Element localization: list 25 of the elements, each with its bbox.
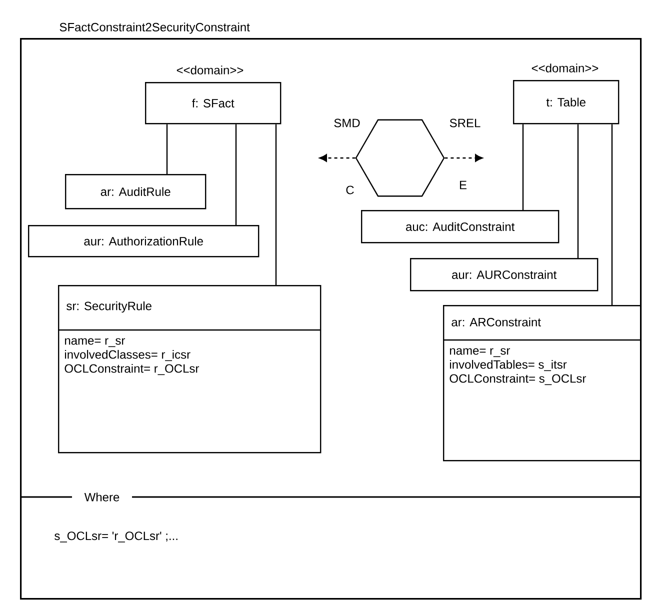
object-box: ar: AuditRule	[65, 174, 206, 210]
object-box: t: Table	[513, 80, 620, 124]
section-label: Where	[84, 492, 120, 502]
connector-line	[577, 124, 579, 258]
domain-label: SREL	[450, 118, 480, 128]
object-box: f: SFact	[145, 82, 282, 124]
connector-line	[611, 124, 613, 305]
stereotype-label: <<domain>>	[176, 66, 244, 74]
connector-line	[522, 124, 524, 210]
domain-label: E	[460, 180, 466, 190]
arrow	[444, 154, 483, 162]
node-label: SFactConstraint2SecurityConstraint	[60, 22, 250, 34]
domain-label: C	[346, 186, 354, 194]
domain-label: SMD	[334, 118, 360, 128]
connector-line	[275, 124, 277, 285]
arrow	[319, 154, 356, 162]
expression-text: s_OCLsr= 'r_OCLsr' ;...	[54, 532, 178, 542]
connector-line	[235, 124, 237, 225]
stereotype-label: <<domain>>	[532, 64, 598, 72]
object-box: aur: AURConstraint	[410, 258, 598, 292]
connector-line	[166, 124, 168, 174]
object-box: aur: AuthorizationRule	[28, 225, 260, 258]
object-box: auc: AuditConstraint	[361, 210, 560, 244]
class-box: sr: SecurityRule name= r_sr involvedClasses= r_icsr OCLConstraint= r_OCLsr	[58, 285, 322, 454]
class-box: ar: ARConstraint name= r_sr involvedTables= s_itsr OCLConstraint= s_OCLsr	[443, 305, 642, 462]
